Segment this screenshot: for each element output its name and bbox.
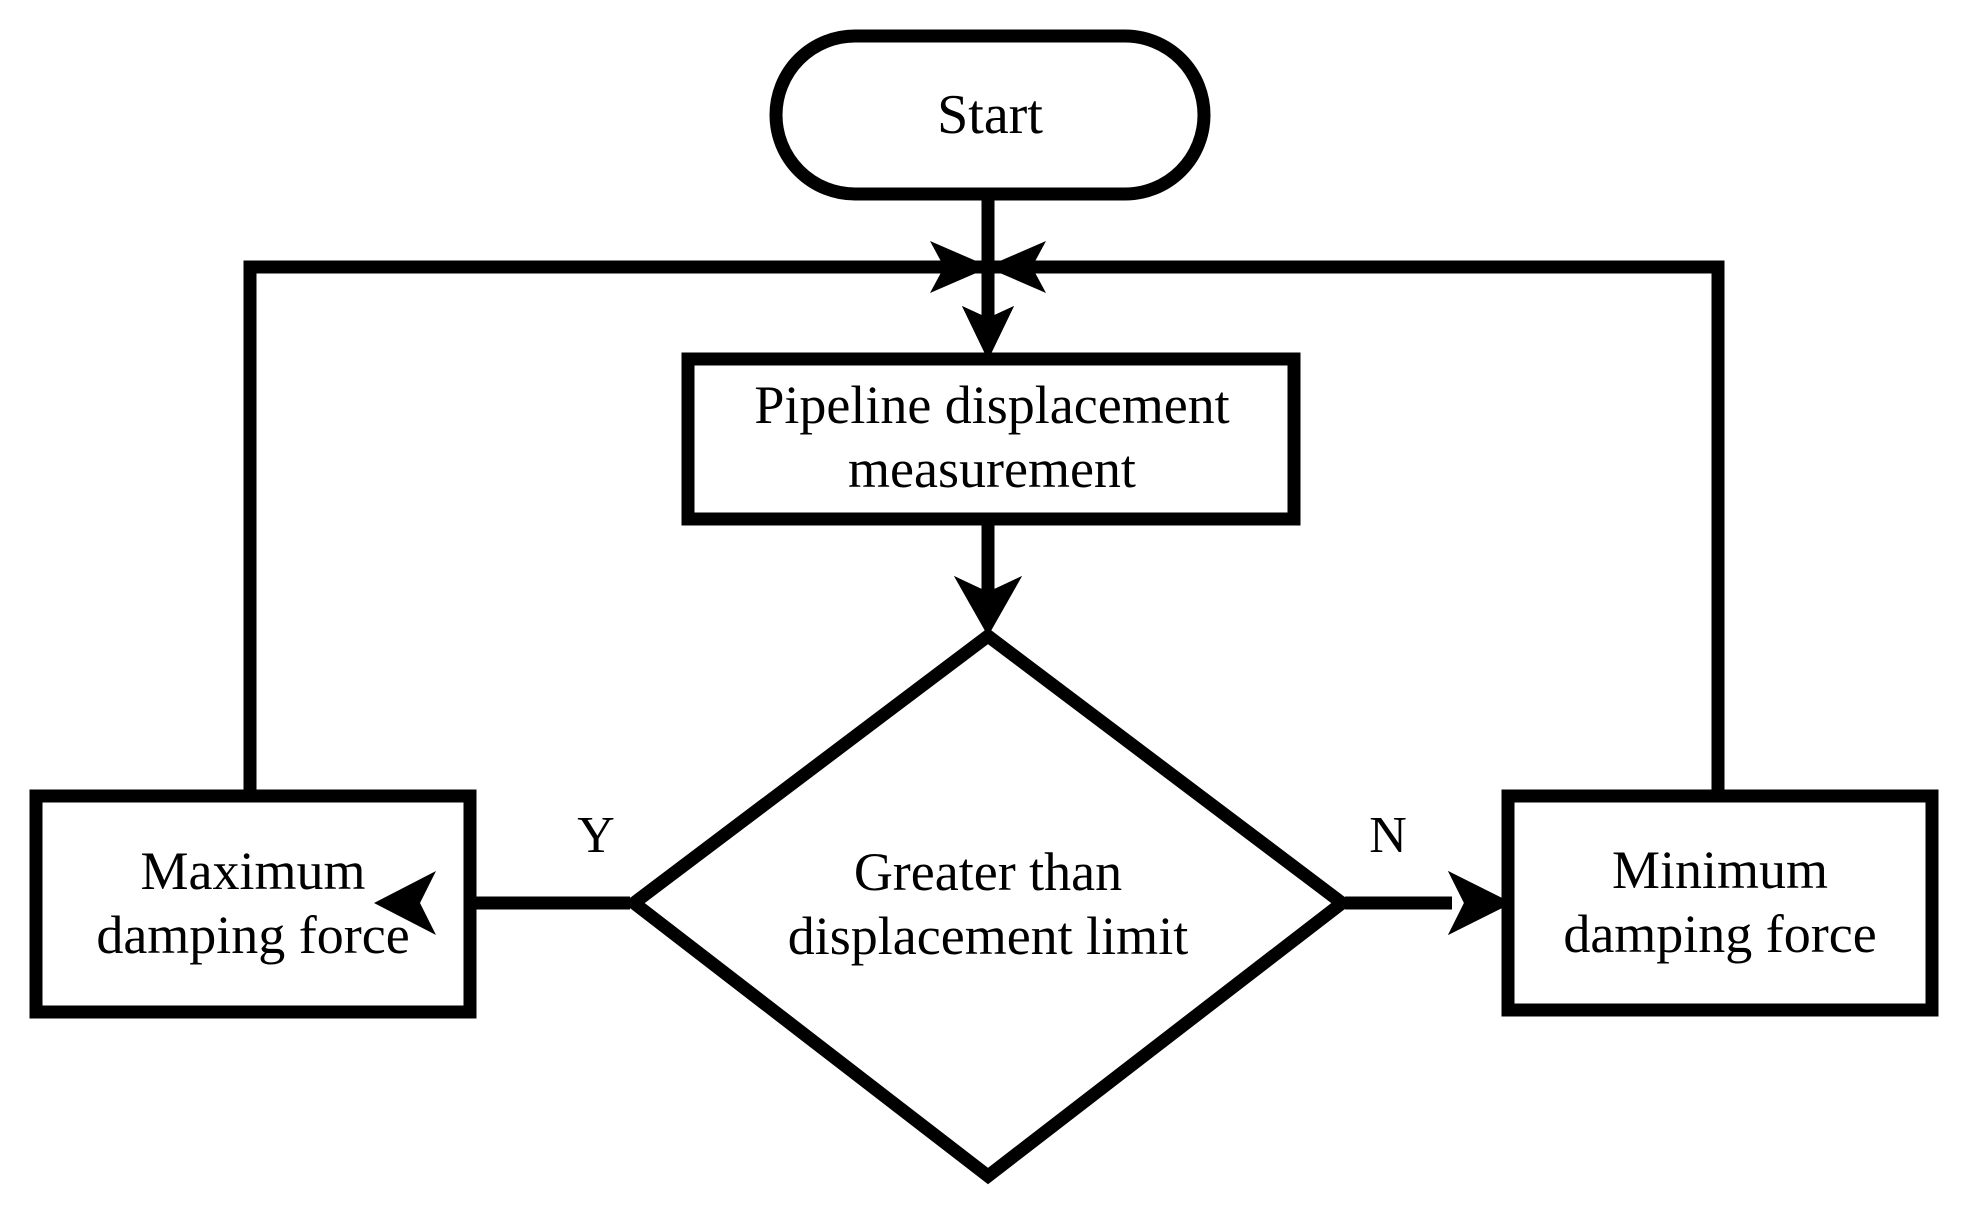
arrowhead-into-min-force-top — [1448, 871, 1512, 935]
edge-min-force-loopback — [1076, 260, 1725, 795]
node-decision-shape[interactable] — [623, 627, 1353, 1185]
node-start-shape[interactable] — [769, 29, 1211, 201]
node-process-shape[interactable] — [681, 352, 1301, 526]
arrowhead-into-decision-top — [954, 576, 1022, 636]
edge-max-force-loopback — [243, 260, 900, 795]
arrowhead-into-process-top — [962, 306, 1014, 360]
arrowhead-into-max-force-top — [374, 871, 436, 935]
arrowhead-junction-from-left — [930, 241, 990, 293]
node-min-force-shape[interactable] — [1501, 789, 1939, 1017]
arrowhead-junction-from-right — [986, 241, 1046, 293]
